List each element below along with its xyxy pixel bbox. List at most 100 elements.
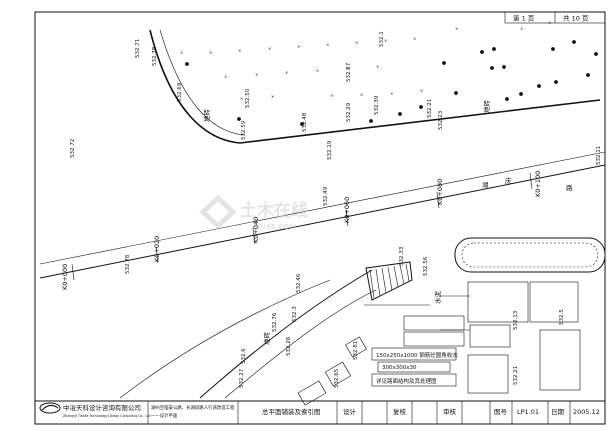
elevation-label: 532.1 (379, 31, 385, 47)
svg-text:×: × (548, 20, 551, 25)
elevation-label: 532.21 (427, 99, 433, 118)
elevation-label: 532.21 (513, 366, 519, 385)
elevation-label: 532.13 (513, 310, 519, 330)
drawing-title: 总平面铺装及索引图 (262, 407, 321, 416)
audit-label: 审核 (443, 407, 457, 416)
svg-text:×: × (316, 68, 319, 73)
project-name-line1: 湖州至临安公路、长湖段路人行道改造工程 (151, 404, 235, 411)
company-logo-icon (39, 402, 61, 414)
elevation-label: 532.59 (241, 120, 247, 140)
svg-text:×: × (255, 72, 258, 77)
svg-text:×: × (271, 94, 274, 99)
design-label: 设计 (343, 407, 357, 416)
svg-text:×: × (413, 36, 416, 41)
road-name-char-2: 庆 (505, 176, 512, 185)
watermark-text: 土木在线 (240, 200, 308, 221)
chainage-label: K0+100 (534, 171, 542, 197)
watermark-url: COI88.COM (252, 223, 296, 231)
road-centerline (39, 164, 606, 279)
elevation-label: 532.46 (296, 273, 302, 293)
elevation-label: 532.50 (245, 88, 251, 108)
elevation-label: 532.23 (438, 110, 444, 130)
small-blocks (297, 336, 367, 406)
elevation-label: 532.72 (70, 139, 76, 158)
rounded-plaza-outline (454, 237, 606, 273)
svg-text:×: × (285, 70, 288, 75)
drawing-frame (34, 11, 606, 425)
company-name: 中冶天科设计咨询有限公司 (63, 403, 141, 412)
svg-text:×: × (520, 26, 523, 31)
svg-text:×: × (326, 42, 329, 47)
elevation-label: 532.76 (272, 312, 278, 332)
chainage-ticks (71, 172, 533, 281)
svg-text:×: × (180, 50, 183, 55)
elevation-label: 532.78 (152, 46, 158, 66)
svg-text:×: × (224, 74, 227, 79)
company-name-en: Zhongye Tianke Technology Design Consult… (63, 414, 151, 418)
elevation-label: 532.69 (177, 82, 183, 102)
elevation-label: 532.11 (596, 146, 602, 165)
elevation-label: 532.33 (399, 246, 405, 266)
page-counter: 第 1 页 共 10 页 (504, 11, 606, 24)
cement-label: 水泥 (433, 291, 442, 305)
elevation-label: 532.27 (239, 368, 245, 388)
elevation-label: 532.78 (125, 254, 131, 274)
chainage-label: K0+040 (252, 217, 260, 243)
elevation-label: 532.26 (286, 336, 292, 356)
svg-text:×: × (209, 50, 212, 55)
elevation-label: 532.5 (559, 309, 565, 325)
svg-text:×: × (330, 93, 333, 98)
watermark-logo-icon (199, 194, 237, 230)
brick-label-top-right: 地砖 (482, 100, 491, 114)
road-edge (39, 151, 606, 265)
elevation-label: 532.39 (374, 95, 380, 115)
note-size: 300x300x30 (382, 365, 417, 371)
svg-text:×: × (390, 91, 393, 96)
elevation-label: 532.3 (292, 306, 298, 322)
svg-text:×: × (240, 96, 243, 101)
drawing-no: LP1.01 (517, 408, 539, 416)
svg-text:×: × (268, 46, 271, 51)
road-name-char-3: 路 (566, 183, 573, 192)
svg-text:×: × (360, 92, 363, 97)
elevation-label: 532.56 (423, 256, 429, 276)
svg-text:×: × (346, 66, 349, 71)
elevation-label: 532.6 (241, 348, 247, 364)
review-label: 复核 (393, 407, 407, 416)
elevation-labels: 532.71 532.78 532.69 532.72 532.59 532.5… (70, 31, 602, 388)
note-detail: 详见路面结构及其处理图 (376, 377, 437, 385)
note-drain: 150x250x1000 钢筋砼圆角收水 (376, 351, 458, 359)
svg-text:×: × (455, 26, 458, 31)
page-total: 共 10 页 (563, 14, 589, 23)
rounded-plaza-hatch (461, 242, 599, 268)
title-block: 中冶天科设计咨询有限公司 Zhongye Tianke Technology D… (34, 400, 606, 425)
project-name-line2: ——设计平面 (151, 412, 178, 419)
survey-marks: ××× ××× ××× ××× ××× ××× ××× ××× (180, 20, 551, 101)
elevation-label: 532.48 (302, 112, 308, 132)
chainage-label: K0+000 (61, 264, 69, 290)
elevation-label: 532.27 (346, 62, 352, 82)
page-number: 第 1 页 (513, 14, 535, 23)
date: 2005.12 (573, 408, 600, 416)
chainage-label: K0+060 (343, 197, 351, 223)
svg-text:×: × (420, 88, 423, 93)
svg-text:×: × (238, 48, 241, 53)
elevation-label: 532.29 (346, 102, 352, 122)
brick-label-top-left: 地砖 (202, 109, 211, 123)
svg-text:×: × (297, 44, 300, 49)
svg-text:×: × (384, 38, 387, 43)
chainage-label: K0+080 (436, 179, 444, 205)
elevation-label: 532.19 (327, 140, 333, 160)
elevation-label: 532.65 (334, 368, 340, 388)
sidewalk-edge-inner (224, 289, 377, 399)
watermark: 土木在线 COI88.COM (199, 194, 308, 231)
date-label: 日期 (551, 408, 565, 416)
elevation-label: 532.81 (353, 341, 359, 360)
kerb-hatching (369, 263, 410, 299)
tree-dots (185, 40, 598, 126)
elevation-label: 532.71 (135, 39, 141, 58)
road-name-char-1: 湖 (482, 180, 489, 189)
brick-label-bottom-left: 地砖 (262, 332, 271, 346)
sidewalk-edge-far (119, 279, 331, 399)
